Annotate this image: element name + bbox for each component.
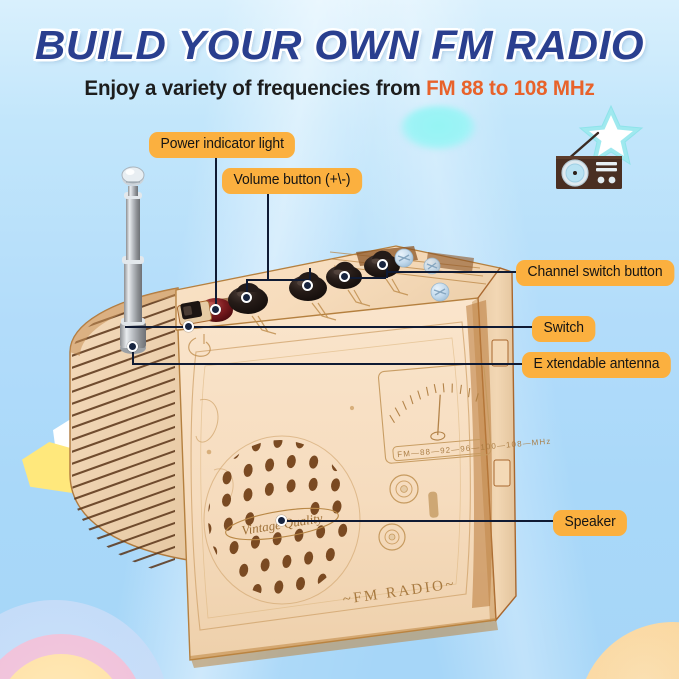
power-switch: [176, 300, 213, 326]
leader-extendable-antenna: [132, 363, 522, 365]
front-engraved-dials: [378, 474, 439, 551]
leader-speaker: [281, 520, 553, 522]
leader-channel-right: [386, 264, 388, 278]
marker-volume-right: [302, 280, 313, 291]
leader-volume-stem: [267, 192, 269, 280]
radio-right-panel: FM—88—92—96—100—108—MHz ~FM RADIO~: [342, 267, 552, 622]
callout-switch[interactable]: Switch: [532, 316, 596, 342]
marker-switch: [183, 321, 194, 332]
header: BUILD YOUR OWN FM RADIO Enjoy a variety …: [0, 0, 679, 101]
switch-engraving: [188, 334, 211, 357]
telescoping-antenna: [120, 166, 146, 354]
leader-volume-bracket: [246, 279, 310, 281]
radio-front-face: Vintage Quality: [177, 297, 497, 661]
leader-volume-right: [309, 268, 311, 280]
marker-speaker: [276, 515, 287, 526]
radio-icon: [556, 131, 622, 189]
subtitle-prefix: Enjoy a variety of frequencies from: [84, 77, 427, 100]
callout-volume-button[interactable]: Volume button (+\-): [222, 168, 362, 194]
page-title: BUILD YOUR OWN FM RADIO: [34, 22, 645, 68]
marker-channel-2: [377, 259, 388, 270]
leader-channel-bracket: [344, 277, 386, 279]
leader-volume-left: [246, 279, 248, 295]
leader-switch: [125, 326, 532, 328]
leader-antenna-stem: [132, 348, 134, 364]
radio-curved-back: [69, 287, 189, 575]
marker-channel-1: [339, 271, 350, 282]
leader-channel-to-pill: [386, 271, 516, 273]
marker-power-indicator: [210, 304, 221, 315]
callout-power-indicator-light[interactable]: Power indicator light: [149, 132, 296, 158]
radio-base-edge: [190, 618, 498, 668]
callout-channel-switch-button[interactable]: Channel switch button: [516, 260, 674, 286]
marker-volume-left: [241, 292, 252, 303]
subtitle-frequency-range: FM 88 to 108 MHz: [426, 77, 595, 100]
page-subtitle: Enjoy a variety of frequencies from FM 8…: [7, 77, 672, 101]
leader-power-indicator: [215, 152, 217, 308]
callout-speaker[interactable]: Speaker: [553, 510, 628, 536]
top-screws: [394, 248, 450, 302]
marker-extendable-antenna: [127, 341, 138, 352]
callout-extendable-antenna[interactable]: E xtendable antenna: [522, 352, 671, 378]
